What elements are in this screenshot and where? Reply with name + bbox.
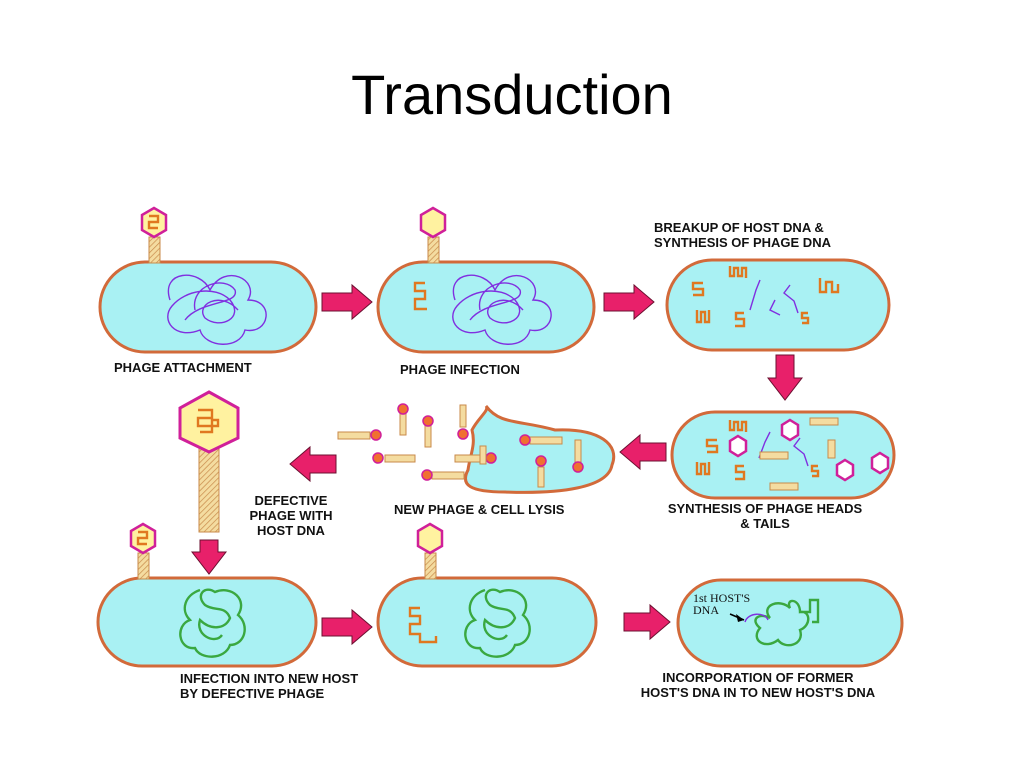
phage-attached xyxy=(140,206,168,264)
cell-synthesis-heads-tails xyxy=(670,410,896,500)
label-synthesis-heads-tails: SYNTHESIS OF PHAGE HEADS & TAILS xyxy=(667,501,863,531)
cell-breakup xyxy=(665,258,891,352)
arrow-down-1 xyxy=(766,354,804,401)
arrow-left-1 xyxy=(619,433,667,471)
cell-injected-new-host xyxy=(376,576,598,668)
injected-phage-dna xyxy=(413,281,427,311)
cell-phage-attachment xyxy=(98,260,318,354)
cell-infection-new-host xyxy=(96,576,318,668)
arrow-right-3 xyxy=(321,608,373,646)
host-dna-tangle xyxy=(167,274,267,345)
arrow-left-2 xyxy=(289,445,337,483)
label-infection-new-host: INFECTION INTO NEW HOST BY DEFECTIVE PHA… xyxy=(180,671,359,701)
label-first-host-dna: 1st HOST'S DNA xyxy=(693,591,751,617)
label-new-phage-lysis: NEW PHAGE & CELL LYSIS xyxy=(394,502,565,517)
arrow-right-1 xyxy=(321,283,373,321)
label-incorporation: INCORPORATION OF FORMER HOST'S DNA IN TO… xyxy=(640,670,876,700)
phage-empty-2 xyxy=(416,522,444,580)
cell-phage-infection xyxy=(376,260,596,354)
slide-title: Transduction xyxy=(351,63,673,126)
label-defective-phage: DEFECTIVE PHAGE WITH HOST DNA xyxy=(249,493,333,538)
defective-phage xyxy=(178,390,240,533)
phage-empty xyxy=(419,206,447,264)
label-phage-infection: PHAGE INFECTION xyxy=(400,362,520,377)
arrow-right-2 xyxy=(603,283,655,321)
arrow-down-2 xyxy=(190,539,228,575)
label-breakup: BREAKUP OF HOST DNA & SYNTHESIS OF PHAGE… xyxy=(654,220,831,250)
cell-incorporation xyxy=(676,578,904,668)
arrow-right-4 xyxy=(623,603,671,641)
new-phages xyxy=(337,403,584,488)
phage-new-host xyxy=(129,522,157,580)
label-phage-attachment: PHAGE ATTACHMENT xyxy=(114,360,252,375)
